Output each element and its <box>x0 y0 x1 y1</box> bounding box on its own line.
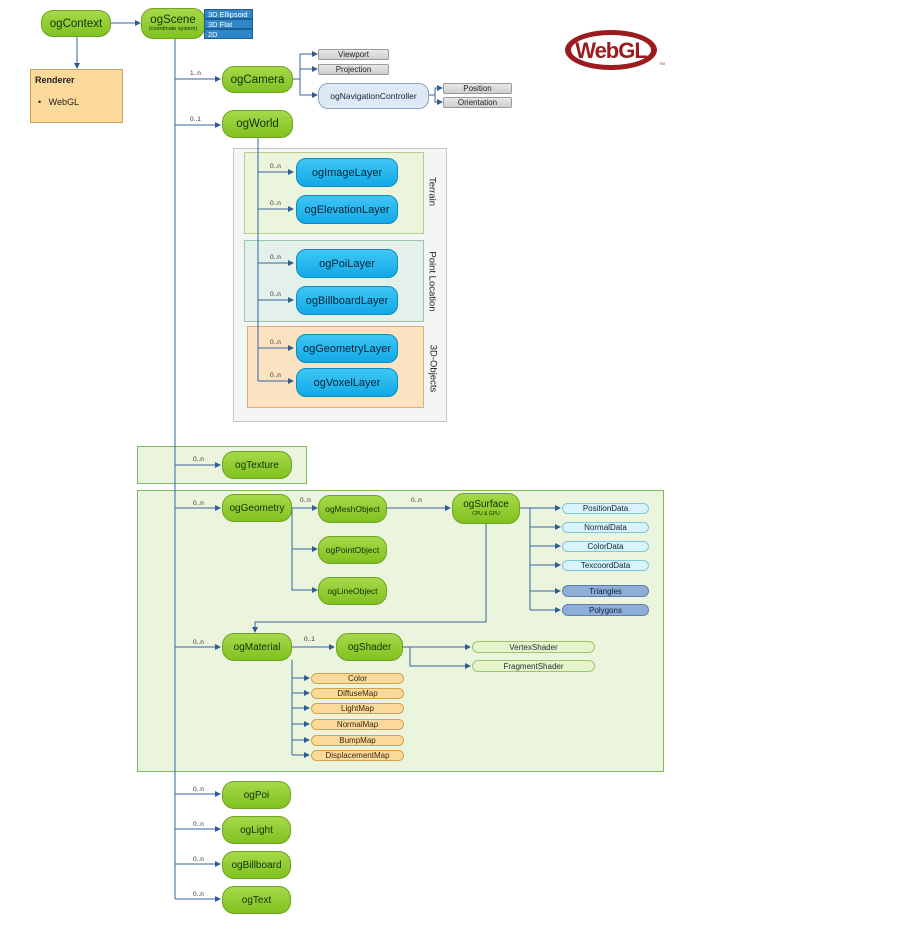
renderer-box: Renderer • WebGL <box>30 69 123 123</box>
material-prop-displacement-map: DisplacementMap <box>311 750 404 761</box>
og-navigation-controller-node: ogNavigationController <box>318 83 429 109</box>
og-surface-label: ogSurface <box>463 499 509 510</box>
shader-mult: 0..1 <box>304 636 315 643</box>
scene-mode-3d-flat: 3D Flat <box>204 19 253 29</box>
billboard-mult: 0..n <box>193 856 204 863</box>
mesh-mult: 0..n <box>300 497 311 504</box>
og-voxel-layer-node: ogVoxelLayer <box>296 368 398 397</box>
og-camera-node: ogCamera <box>222 66 293 93</box>
material-prop-light-map: LightMap <box>311 703 404 714</box>
vertex-shader-tag: VertexShader <box>472 641 595 653</box>
webgl-logo: WebGL TM <box>563 29 665 71</box>
elevation-layer-mult: 0..n <box>270 200 281 207</box>
surface-position-data: PositionData <box>562 503 649 514</box>
og-geometry-layer-node: ogGeometryLayer <box>296 334 398 363</box>
og-billboard-node: ogBillboard <box>222 851 291 879</box>
webgl-logo-text: WebGL <box>575 38 647 63</box>
og-point-object-node: ogPointObject <box>318 536 387 564</box>
og-scene-node: ogScene (coordinate system) <box>141 8 205 39</box>
surface-polygons: Polygons <box>562 604 649 616</box>
renderer-title: Renderer <box>35 75 75 85</box>
og-elevation-layer-node: ogElevationLayer <box>296 195 398 224</box>
material-mult: 0..n <box>193 639 204 646</box>
renderer-item-label: WebGL <box>48 97 80 107</box>
material-prop-normal-map: NormalMap <box>311 719 404 730</box>
og-surface-node: ogSurface CPU & GPU <box>452 493 520 524</box>
og-texture-node: ogTexture <box>222 451 292 479</box>
og-scene-label: ogScene <box>150 14 196 26</box>
og-context-node: ogContext <box>41 10 111 37</box>
navigation-tag-orientation: Orientation <box>443 97 512 108</box>
camera-tag-projection: Projection <box>318 64 389 75</box>
og-poi-node: ogPoi <box>222 781 291 809</box>
surface-triangles: Triangles <box>562 585 649 597</box>
og-scene-sublabel: (coordinate system) <box>148 26 198 32</box>
geometry-layer-mult: 0..n <box>270 339 281 346</box>
og-surface-sublabel: CPU & GPU <box>472 511 500 517</box>
scene-mode-3d-ellipsoid: 3D Ellipsoid <box>204 9 253 19</box>
og-geometry-node: ogGeometry <box>222 494 292 522</box>
og-image-layer-node: ogImageLayer <box>296 158 398 187</box>
webgl-logo-tm: TM <box>659 61 665 66</box>
poi-layer-mult: 0..n <box>270 254 281 261</box>
material-prop-color: Color <box>311 673 404 684</box>
fragment-shader-tag: FragmentShader <box>472 660 595 672</box>
og-shader-node: ogShader <box>336 633 403 661</box>
og-line-object-node: ogLineObject <box>318 577 387 605</box>
voxel-layer-mult: 0..n <box>270 372 281 379</box>
navigation-tag-position: Position <box>443 83 512 94</box>
texture-mult: 0..n <box>193 456 204 463</box>
light-mult: 0..n <box>193 821 204 828</box>
text-mult: 0..n <box>193 891 204 898</box>
og-light-node: ogLight <box>222 816 291 844</box>
surface-color-data: ColorData <box>562 541 649 552</box>
renderer-item: • WebGL <box>38 97 80 107</box>
og-poi-layer-node: ogPoiLayer <box>296 249 398 278</box>
scene-mode-2d: 2D <box>204 29 253 39</box>
camera-mult: 1..n <box>190 70 201 77</box>
surface-texcoord-data: TexcoordData <box>562 560 649 571</box>
material-prop-diffuse-map: DiffuseMap <box>311 688 404 699</box>
og-world-node: ogWorld <box>222 110 293 138</box>
material-prop-bump-map: BumpMap <box>311 735 404 746</box>
og-material-node: ogMaterial <box>222 633 292 661</box>
surface-mult: 0..n <box>411 497 422 504</box>
og-text-node: ogText <box>222 886 291 914</box>
billboard-layer-mult: 0..n <box>270 291 281 298</box>
image-layer-mult: 0..n <box>270 163 281 170</box>
og-mesh-object-node: ogMeshObject <box>318 495 387 523</box>
geometry-mult: 0..n <box>193 500 204 507</box>
webgl-logo-graphic: WebGL TM <box>565 30 665 70</box>
poi-mult: 0..n <box>193 786 204 793</box>
surface-normal-data: NormalData <box>562 522 649 533</box>
world-mult: 0..1 <box>190 116 201 123</box>
og-billboard-layer-node: ogBillboardLayer <box>296 286 398 315</box>
camera-tag-viewport: Viewport <box>318 49 389 60</box>
